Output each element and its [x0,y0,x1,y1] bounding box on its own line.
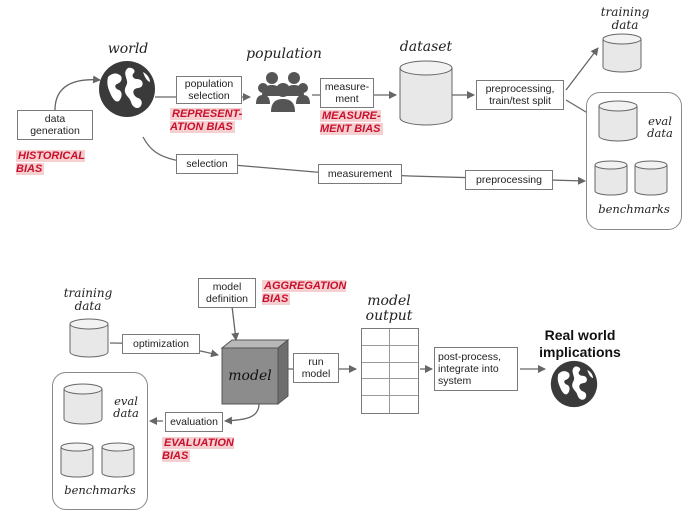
dataset-title: dataset [399,39,453,55]
output-cell [362,379,390,397]
output-cell [390,363,418,380]
database-icon [63,383,103,425]
arrow-model-to-evaluation [224,403,260,425]
arrow-world-to-benchmarks [142,136,586,185]
training-data-title-bottom: training data [63,286,113,313]
historical-bias-label: HISTORICAL BIAS [16,150,86,176]
real-world-heading: Real world implications [539,327,621,360]
output-cell [362,329,390,346]
output-cell [362,362,390,380]
output-cell [362,345,390,363]
model-definition-box: model definition [198,278,256,308]
database-icon [594,160,628,196]
eval-data-title-bottom: eval data [113,394,139,421]
model-output-title: model output [365,293,413,324]
population-selection-box: population selection [176,76,242,104]
post-process-box: post-process, integrate into system [434,347,518,391]
eval-data-title-top: eval data [647,114,673,141]
arrow-definition-to-model [231,305,240,341]
cube-icon [220,338,290,406]
aggregation-bias-label: AGGREGATION BIAS [262,280,347,306]
output-cell [390,396,418,413]
model-output-table [361,328,419,414]
globe-icon [99,61,155,117]
world-title: world [107,41,149,57]
database-icon [101,442,135,478]
arrow-datagen-to-world [54,75,101,111]
measurement-bias-label: MEASURE-MENT BIAS [320,110,383,136]
output-cell [390,379,418,397]
run-model-box: run model [293,353,339,383]
benchmarks-title-bottom: benchmarks [64,483,136,497]
database-icon [399,60,453,126]
data-generation-box: data generation [17,110,93,140]
measurement-box-1: measure-ment [320,78,374,108]
representation-bias-label: REPRESENT-ATION BIAS [170,108,243,134]
selection-box: selection [176,154,238,174]
output-cell [390,346,418,363]
arrow-split-to-training [565,47,599,91]
measurement-box-2: measurement [318,164,402,184]
optimization-box: optimization [122,334,200,354]
database-icon [69,318,109,358]
preprocessing-box: preprocessing [465,170,553,190]
database-icon [598,100,638,142]
evaluation-box: evaluation [165,412,223,432]
database-icon [602,33,642,73]
preprocessing-split-box: preprocessing, train/test split [476,80,564,110]
database-icon [60,442,94,478]
database-icon [634,160,668,196]
benchmarks-title-top: benchmarks [598,202,670,216]
model-label: model [228,368,272,384]
globe-icon [550,360,598,408]
output-cell [362,396,390,413]
people-icon [256,72,310,112]
training-data-title-top: training data [600,5,650,32]
evaluation-bias-label: EVALUATION BIAS [162,437,234,463]
output-cell [390,329,418,346]
population-title: population [246,46,322,62]
